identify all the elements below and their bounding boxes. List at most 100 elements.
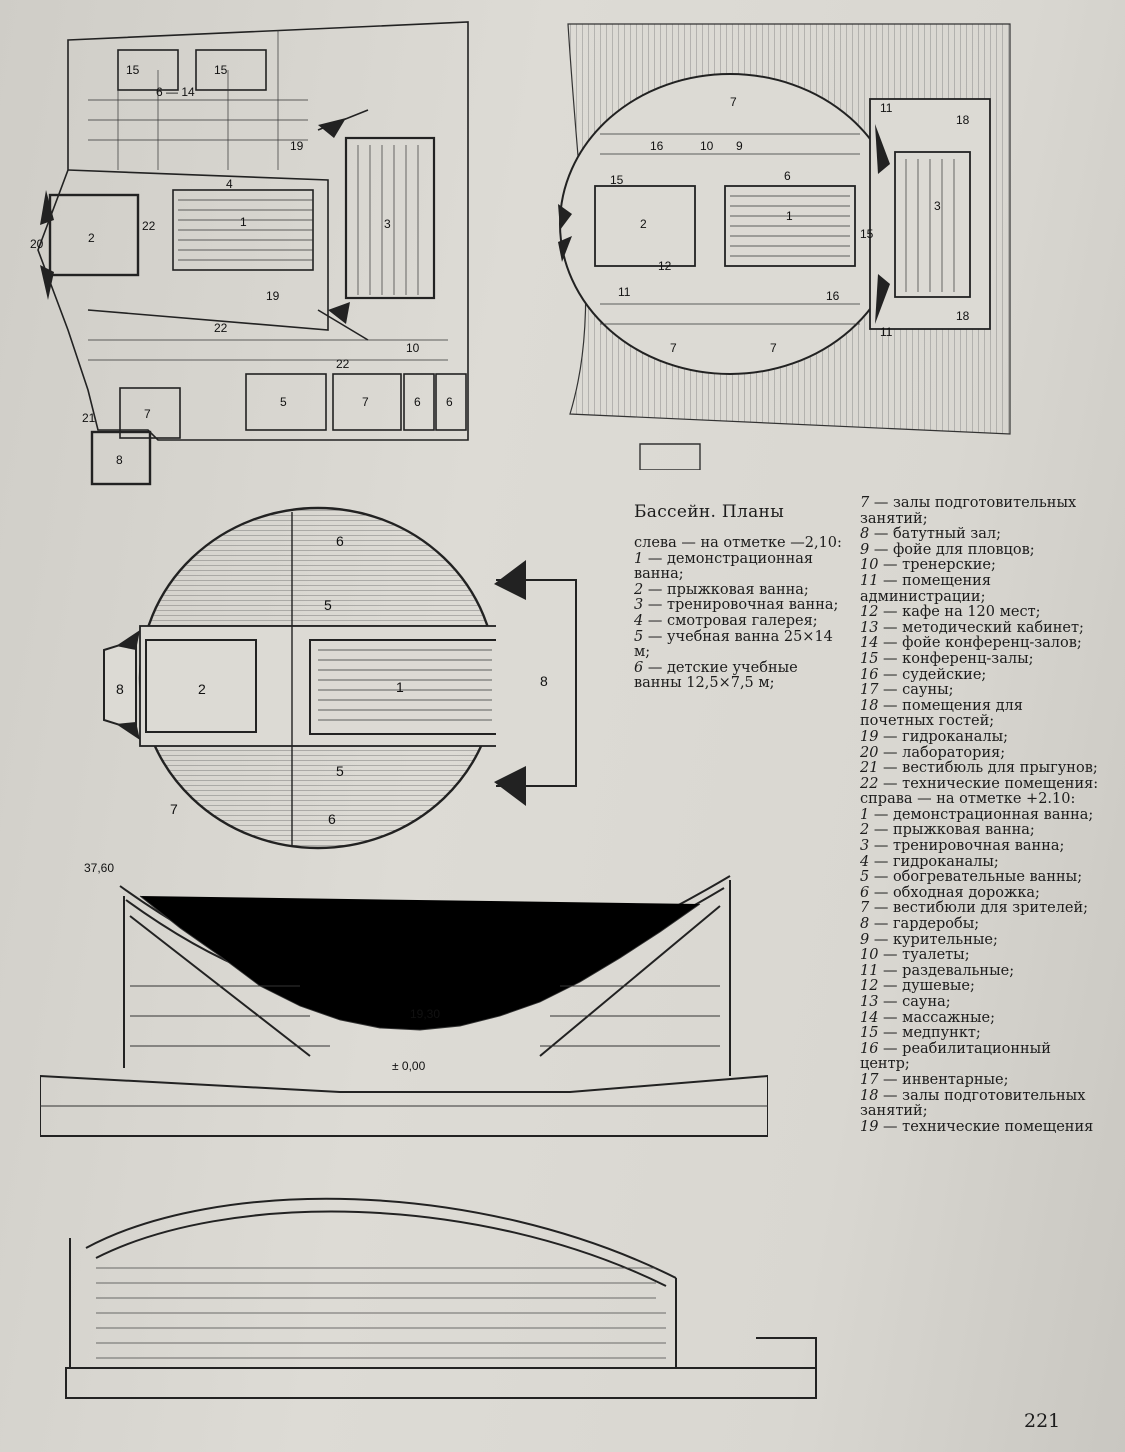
legend-number: 5 bbox=[860, 869, 870, 886]
legend-number: 1 bbox=[860, 806, 870, 823]
legend-number: 6 bbox=[860, 884, 870, 901]
legend-text: — вестибюль для прыгунов; bbox=[878, 760, 1098, 777]
legend-item: 17 — инвентарные; bbox=[860, 1071, 1100, 1089]
legend-number: 2 bbox=[634, 581, 644, 598]
plan-right-label: 9 bbox=[736, 139, 743, 153]
legend-item: 6 — детские учебные ванны 12,5×7,5 м; bbox=[634, 659, 844, 692]
legend-number: 8 bbox=[860, 916, 870, 933]
caption-left-heading: слева — на отметке —2,10: bbox=[634, 535, 842, 551]
legend-text: — учебная ванна 25×14 м; bbox=[634, 628, 833, 661]
plan-right-label: 3 bbox=[934, 199, 941, 213]
legend-text: — медпункт; bbox=[878, 1025, 981, 1042]
legend-number: 6 bbox=[634, 659, 644, 676]
legend-text: — душевые; bbox=[878, 978, 975, 995]
plan-left-label: 15 bbox=[214, 63, 228, 77]
legend-number: 12 bbox=[860, 978, 879, 995]
legend-text: — курительные; bbox=[869, 931, 998, 948]
legend-item: 18 — помещения для почетных гостей; bbox=[860, 697, 1100, 730]
plan-left-label: 6 bbox=[446, 395, 453, 409]
legend-item: 8 — батутный зал; bbox=[860, 526, 1100, 543]
plan-left-label: 2 bbox=[88, 231, 95, 245]
legend-number: 17 bbox=[860, 682, 879, 699]
legend-item: 16 — судейские; bbox=[860, 667, 1100, 684]
legend-text: — инвентарные; bbox=[878, 1071, 1009, 1088]
legend-text: — залы подготовительных занятий; bbox=[860, 495, 1077, 527]
oval-plan-label: 6 bbox=[336, 533, 344, 549]
plan-right-label: 1 bbox=[786, 209, 793, 223]
plan-left-label: 6 bbox=[414, 395, 421, 409]
plan-right-label: 11 bbox=[618, 285, 631, 299]
plan-left-label: 19 bbox=[290, 139, 304, 153]
legend-text: — сауны; bbox=[878, 682, 954, 699]
legend-item: 1 — демонстрационная ванна; bbox=[860, 806, 1100, 824]
plan-left-label: 22 bbox=[142, 219, 156, 233]
legend-item: 3 — тренировочная ванна; bbox=[860, 838, 1100, 855]
plan-right-label: 15 bbox=[610, 173, 624, 187]
legend-number: 3 bbox=[634, 597, 644, 614]
legend-item: 9 — фойе для пловцов; bbox=[860, 541, 1100, 559]
legend-number: 19 bbox=[860, 728, 879, 745]
legend-text: — лаборатория; bbox=[878, 744, 1006, 761]
plan-left-label: 22 bbox=[336, 357, 350, 371]
legend-text: — методический кабинет; bbox=[878, 619, 1084, 636]
plan-right-label: 11 bbox=[880, 101, 893, 115]
legend-item: 13 — сауна; bbox=[860, 994, 1100, 1011]
caption-right-heading: справа — на отметке +2.10: bbox=[860, 791, 1076, 808]
legend-item: 15 — медпункт; bbox=[860, 1025, 1100, 1042]
legend-number: 18 bbox=[860, 697, 879, 714]
legend-text: — реабилитационный центр; bbox=[860, 1040, 1051, 1073]
legend-number: 9 bbox=[860, 931, 870, 948]
plan-right-label: 12 bbox=[658, 259, 672, 273]
legend-text: — смотровая галерея; bbox=[643, 612, 818, 629]
legend-item: 6 — обходная дорожка; bbox=[860, 884, 1100, 902]
legend-text: — конференц-залы; bbox=[878, 650, 1034, 667]
legend-text: — массажные; bbox=[878, 1009, 995, 1026]
legend-item: 13 — методический кабинет; bbox=[860, 619, 1100, 637]
legend-text: — вестибюли для зрителей; bbox=[869, 900, 1089, 917]
legend-number: 7 bbox=[860, 495, 870, 511]
section-level-label: ± 0,00 bbox=[392, 1059, 426, 1073]
legend-item: 10 — туалеты; bbox=[860, 947, 1100, 964]
oval-plan-label: 5 bbox=[336, 763, 344, 779]
plan-left-label: 8 bbox=[116, 453, 123, 467]
plan-right-label: 6 bbox=[784, 169, 791, 183]
plan-left-label: 7 bbox=[362, 395, 369, 409]
legend-text: — кафе на 120 мест; bbox=[878, 604, 1041, 621]
plan-right-label: 16 bbox=[650, 139, 664, 153]
legend-number: 21 bbox=[860, 760, 879, 777]
page-number: 221 bbox=[1024, 1410, 1061, 1432]
legend-number: 17 bbox=[860, 1071, 879, 1088]
plan-right-label: 16 bbox=[826, 289, 840, 303]
plan-left-label: 7 bbox=[144, 407, 151, 421]
legend-text: — фойе для пловцов; bbox=[869, 541, 1035, 558]
plan-left-label: 15 bbox=[126, 63, 140, 77]
legend-item: 2 — прыжковая ванна; bbox=[860, 823, 1100, 839]
legend-item: 9 — курительные; bbox=[860, 931, 1100, 949]
legend-left-tail: 7 — залы подготовительных занятий;8 — ба… bbox=[860, 495, 1100, 792]
legend-item: 17 — сауны; bbox=[860, 682, 1100, 699]
legend-item: 12 — кафе на 120 мест; bbox=[860, 604, 1100, 621]
legend-number: 22 bbox=[860, 775, 879, 792]
legend-number: 4 bbox=[860, 853, 870, 870]
legend-item: 20 — лаборатория; bbox=[860, 744, 1100, 762]
oval-plan-label: 8 bbox=[116, 681, 124, 697]
legend-item: 14 — массажные; bbox=[860, 1009, 1100, 1027]
legend-number: 5 bbox=[634, 628, 644, 645]
legend-number: 14 bbox=[860, 1009, 879, 1026]
plan-right-label: 18 bbox=[956, 309, 970, 323]
legend-number: 12 bbox=[860, 604, 879, 621]
legend-number: 11 bbox=[860, 572, 879, 589]
floor-plan-left: 15 15 6 — 14 1 2 3 4 5 7 7 6 6 8 19 19 2… bbox=[28, 10, 476, 488]
legend-left-list: 1 — демонстрационная ванна;2 — прыжковая… bbox=[634, 550, 844, 692]
legend-text: — тренировочная ванна; bbox=[643, 597, 839, 614]
plan-left-label: 21 bbox=[82, 411, 96, 425]
legend-text: — демонстрационная ванна; bbox=[634, 550, 814, 583]
legend-item: 2 — прыжковая ванна; bbox=[634, 581, 844, 599]
legend-text: — сауна; bbox=[878, 994, 951, 1010]
legend-item: 16 — реабилитационный центр; bbox=[860, 1040, 1100, 1073]
legend-item: 14 — фойе конференц-залов; bbox=[860, 636, 1100, 652]
legend-item: 10 — тренерские; bbox=[860, 558, 1100, 574]
floor-plan-right: 1 2 3 7 7 7 9 10 11 11 11 12 15 15 16 16… bbox=[540, 14, 1020, 470]
legend-item: 8 — гардеробы; bbox=[860, 916, 1100, 933]
plan-left-label: 3 bbox=[384, 217, 391, 231]
